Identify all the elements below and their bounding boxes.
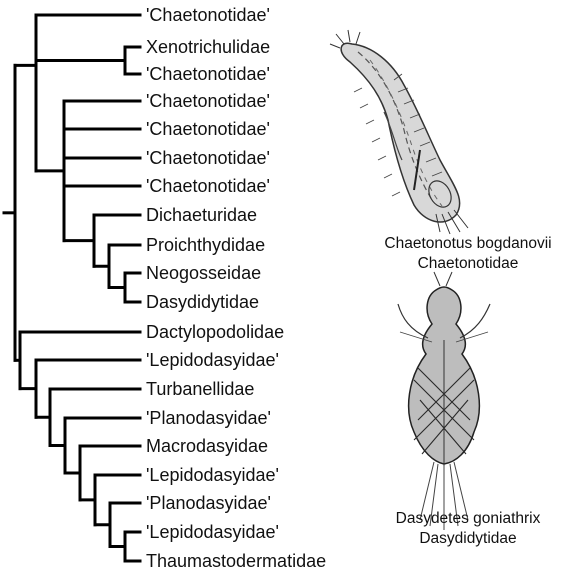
leaf-label: Thaumastodermatidae <box>146 551 326 571</box>
leaf-label: 'Chaetonotidae' <box>146 5 270 25</box>
caption-dasydetes: Dasydetes goniathrix Dasydidytidae <box>368 509 568 549</box>
leaf-label: 'Lepidodasyidae' <box>146 350 279 370</box>
leaf-labels: 'Chaetonotidae' Xenotrichulidae 'Chaetonot… <box>146 5 326 571</box>
leaf-label: 'Planodasyidae' <box>146 408 271 428</box>
leaf-label: Dactylopodolidae <box>146 322 284 342</box>
leaf-label: 'Chaetonotidae' <box>146 176 270 196</box>
leaf-label: 'Chaetonotidae' <box>146 148 270 168</box>
chaetonotus-illustration <box>330 30 468 234</box>
caption-species: Chaetonotus bogdanovii <box>368 234 568 254</box>
leaf-label: Xenotrichulidae <box>146 37 270 57</box>
dasydetes-illustration <box>398 272 490 530</box>
leaf-label: Dasydidytidae <box>146 292 259 312</box>
caption-chaetonotus: Chaetonotus bogdanovii Chaetonotidae <box>368 234 568 274</box>
caption-species: Dasydetes goniathrix <box>368 509 568 529</box>
leaf-label: 'Chaetonotidae' <box>146 119 270 139</box>
caption-family: Chaetonotidae <box>368 254 568 274</box>
caption-family: Dasydidytidae <box>368 529 568 549</box>
leaf-label: Neogosseidae <box>146 263 261 283</box>
tree-branches <box>4 15 140 561</box>
leaf-label: Dichaeturidae <box>146 205 257 225</box>
leaf-label: 'Chaetonotidae' <box>146 64 270 84</box>
leaf-label: Turbanellidae <box>146 379 254 399</box>
leaf-label: 'Planodasyidae' <box>146 493 271 513</box>
leaf-label: 'Lepidodasyidae' <box>146 465 279 485</box>
leaf-label: Proichthydidae <box>146 235 265 255</box>
leaf-label: 'Lepidodasyidae' <box>146 522 279 542</box>
leaf-label: 'Chaetonotidae' <box>146 91 270 111</box>
leaf-label: Macrodasyidae <box>146 436 268 456</box>
